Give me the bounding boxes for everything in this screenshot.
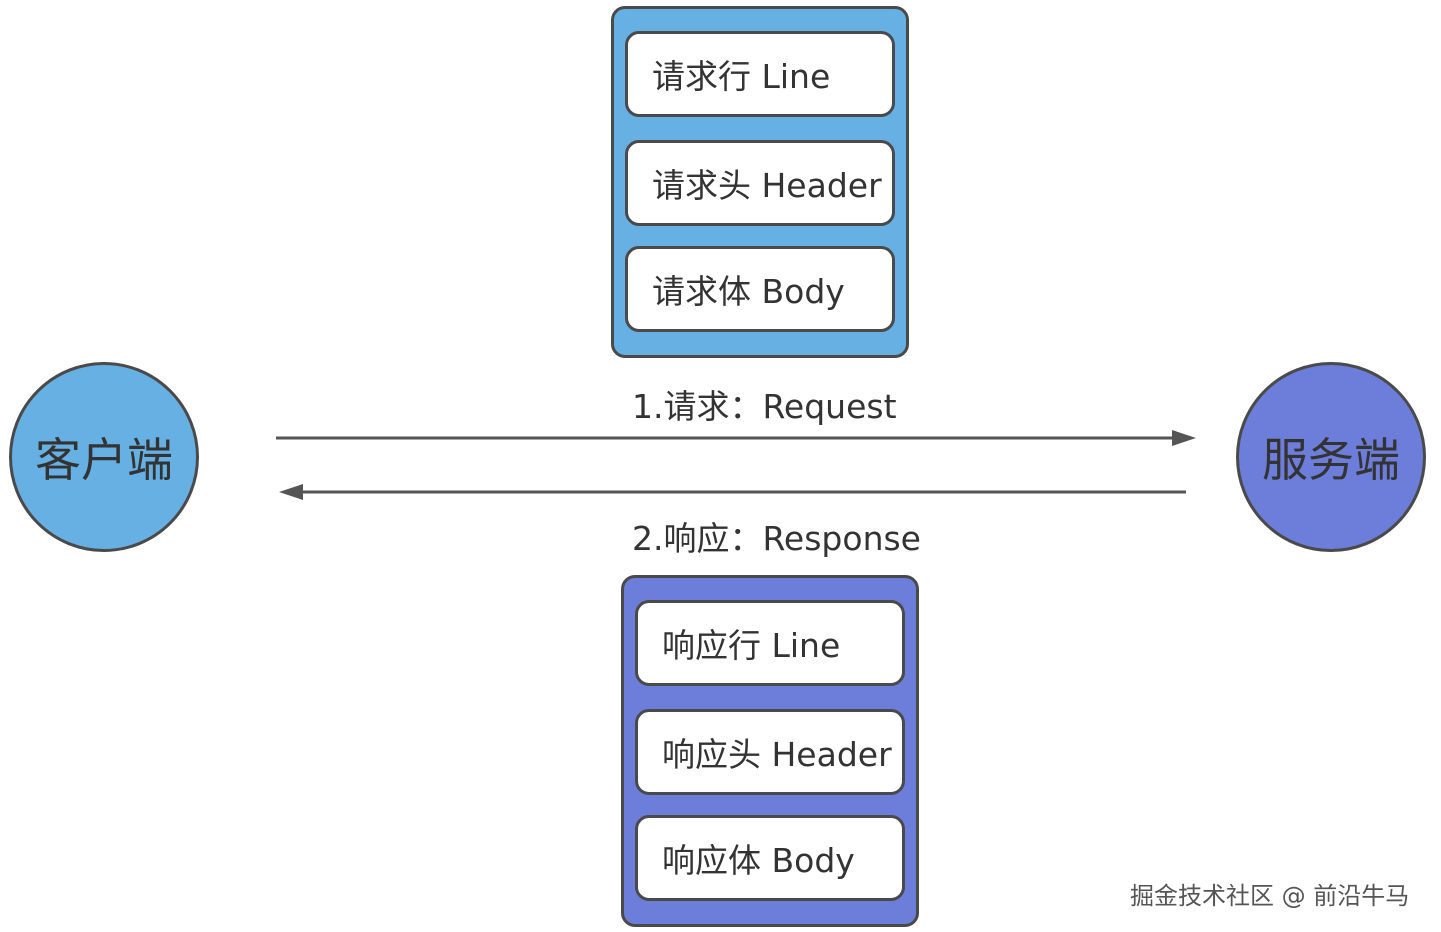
request-panel: 请求行 Line 请求头 Header 请求体 Body (611, 6, 909, 358)
request-body-box: 请求体 Body (625, 246, 895, 332)
request-line-box: 请求行 Line (625, 31, 895, 117)
request-arrow-label: 1.请求：Request (632, 387, 897, 426)
response-header-box: 响应头 Header (635, 709, 905, 795)
client-node: 客户端 (9, 362, 199, 552)
server-node: 服务端 (1236, 362, 1426, 552)
request-arrowhead (1172, 430, 1196, 446)
request-header-box: 请求头 Header (625, 140, 895, 226)
server-label: 服务端 (1262, 433, 1400, 487)
response-arrow-label: 2.响应：Response (632, 519, 921, 558)
response-arrowhead (279, 484, 303, 500)
response-body-box: 响应体 Body (635, 815, 905, 901)
response-line-box: 响应行 Line (635, 600, 905, 686)
response-panel: 响应行 Line 响应头 Header 响应体 Body (621, 575, 919, 927)
client-label: 客户端 (35, 433, 173, 487)
watermark: 掘金技术社区 @ 前沿牛马 (1130, 882, 1410, 910)
